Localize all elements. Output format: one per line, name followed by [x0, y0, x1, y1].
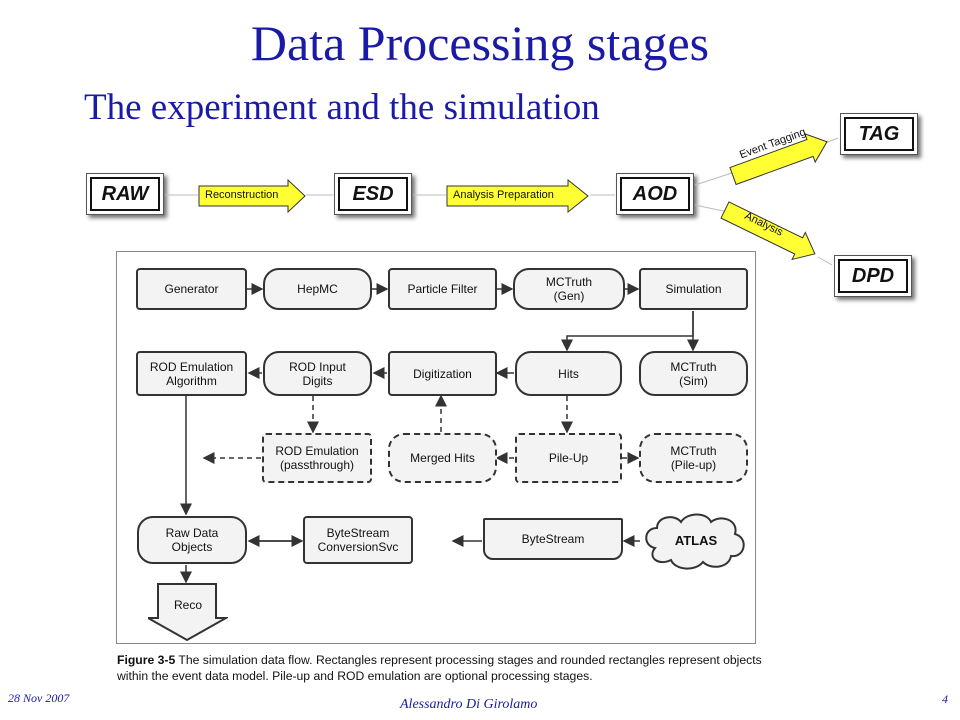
arrow-analysis-label: Analysis: [742, 210, 785, 239]
figure-caption: Figure 3-5 The simulation data flow. Rec…: [117, 652, 777, 684]
flow-pile-up: Pile-Up: [515, 433, 622, 483]
stage-raw-label: RAW: [101, 182, 149, 205]
flow-atlas: ATLAS: [674, 533, 718, 548]
flow-particle-filter: Particle Filter: [388, 268, 497, 310]
flow-mctruth-gen: MCTruth (Gen): [513, 268, 625, 310]
flow-rod-emulation-passthrough: ROD Emulation (passthrough): [262, 433, 372, 483]
flow-mctruth-pileup: MCTruth (Pile-up): [639, 433, 748, 483]
stage-raw: RAW: [86, 173, 164, 215]
arrow-analysis-preparation-label: Analysis Preparation: [453, 189, 554, 201]
flow-mctruth-sim: MCTruth (Sim): [639, 351, 748, 396]
stage-aod-label: AOD: [632, 182, 678, 205]
connector-aod-tagging: [694, 171, 736, 186]
stage-esd: ESD: [334, 173, 412, 215]
atlas-cloud-icon: [645, 513, 745, 570]
stage-dpd: DPD: [834, 255, 912, 297]
flow-simulation: Simulation: [639, 268, 748, 310]
stage-dpd-label: DPD: [851, 264, 895, 287]
footer-page-number: 4: [942, 692, 948, 706]
connector-analysis-dpd: [817, 256, 833, 266]
footer-date: 28 Nov 2007: [8, 691, 70, 705]
flow-bytestream-conversion: ByteStream ConversionSvc: [303, 516, 413, 564]
flow-bytestream: ByteStream: [483, 518, 623, 560]
flow-digitization: Digitization: [388, 351, 497, 396]
stage-esd-label: ESD: [352, 182, 394, 205]
arrow-event-tagging-label: Event Tagging: [738, 126, 808, 162]
flow-hepmc: HepMC: [263, 268, 372, 310]
connector-tagging-tag: [824, 137, 839, 144]
flow-reco: Reco: [173, 598, 202, 612]
flow-merged-hits: Merged Hits: [388, 433, 497, 483]
connector-aod-analysis: [694, 204, 729, 213]
stage-tag-label: TAG: [858, 122, 900, 145]
flow-rod-input-digits: ROD Input Digits: [263, 351, 372, 396]
flow-generator: Generator: [136, 268, 247, 310]
arrow-reconstruction-label: Reconstruction: [205, 189, 279, 201]
flow-rod-emulation-algorithm: ROD Emulation Algorithm: [136, 351, 247, 396]
figure-caption-text: The simulation data flow. Rectangles rep…: [117, 653, 762, 683]
slide-title: Data Processing stages: [250, 15, 710, 71]
figure-caption-label: Figure 3-5: [117, 653, 176, 667]
flow-raw-data-objects: Raw Data Objects: [137, 516, 247, 564]
flow-hits: Hits: [515, 351, 622, 396]
stage-aod: AOD: [616, 173, 694, 215]
stage-tag: TAG: [840, 113, 918, 155]
slide-subtitle: The experiment and the simulation: [84, 87, 600, 128]
reco-arrow-icon: [148, 583, 228, 642]
footer-author: Alessandro Di Girolamo: [400, 697, 538, 712]
